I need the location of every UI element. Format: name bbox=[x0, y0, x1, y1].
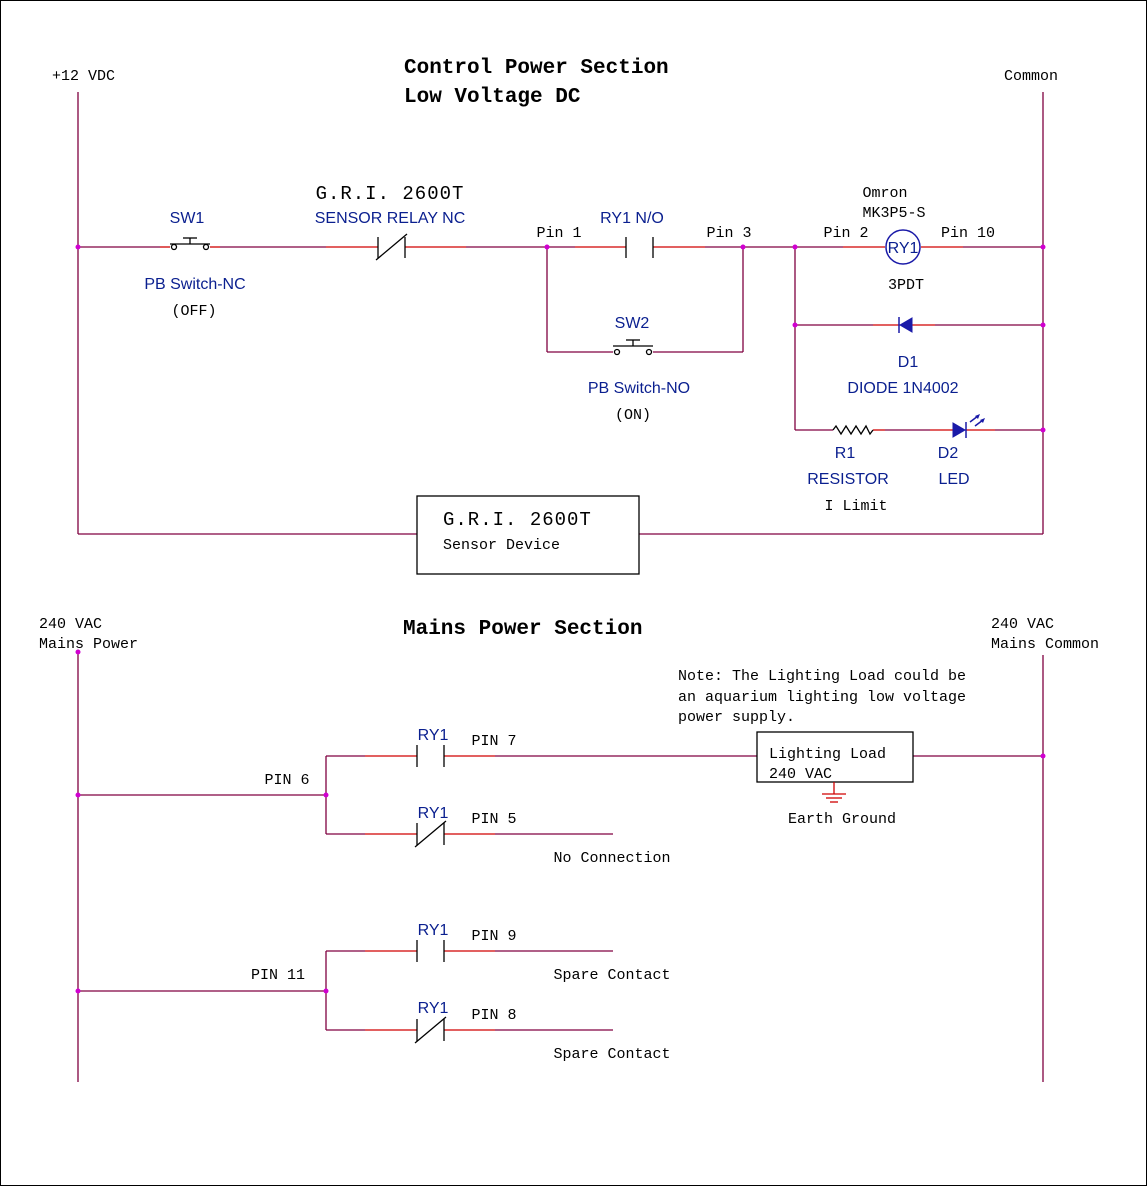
ry1-no-pin-3: Pin 3 bbox=[706, 225, 751, 242]
lighting-load-box bbox=[756, 731, 914, 783]
r1-type: RESISTOR bbox=[807, 471, 889, 488]
c2-ref: RY1 bbox=[418, 805, 449, 822]
control-subtitle: Low Voltage DC bbox=[404, 86, 581, 109]
mains-right-rail-label-1: 240 VAC bbox=[991, 616, 1054, 633]
mains-junction-dots bbox=[75, 649, 1046, 994]
pin11-label: PIN 11 bbox=[251, 967, 305, 984]
sw1-type: PB Switch-NC bbox=[144, 276, 245, 293]
ry1-coil-pin-2: Pin 2 bbox=[823, 225, 868, 242]
r1-note: I Limit bbox=[824, 498, 887, 515]
dc-positive-rail-label: +12 VDC bbox=[52, 68, 115, 85]
c1-ref: RY1 bbox=[418, 727, 449, 744]
sw2-state: (ON) bbox=[615, 407, 651, 424]
ry1-coil-ref: RY1 bbox=[888, 240, 919, 257]
ry1-pin9-no-contact bbox=[416, 940, 445, 962]
c4-pin: PIN 8 bbox=[471, 1007, 516, 1024]
c4-note: Spare Contact bbox=[553, 1046, 670, 1063]
sensor-device-box bbox=[416, 495, 640, 575]
sw2-ref: SW2 bbox=[615, 315, 650, 332]
sensor-relay-make: G.R.I. 2600T bbox=[316, 183, 465, 205]
d2-type: LED bbox=[938, 471, 969, 488]
mains-right-rail-label-2: Mains Common bbox=[991, 636, 1099, 653]
ry1-no-ref: RY1 N/O bbox=[600, 210, 664, 227]
ry1-no-contact bbox=[625, 237, 654, 258]
d2-led-symbol bbox=[952, 414, 985, 438]
ry1-pin7-no-contact bbox=[416, 745, 445, 767]
c2-pin: PIN 5 bbox=[471, 811, 516, 828]
sensor-device-type: Sensor Device bbox=[443, 537, 560, 554]
c2-note: No Connection bbox=[553, 850, 670, 867]
control-title: Control Power Section bbox=[404, 57, 669, 80]
c4-ref: RY1 bbox=[418, 1000, 449, 1017]
d2-ref: D2 bbox=[938, 445, 959, 462]
c1-pin: PIN 7 bbox=[471, 733, 516, 750]
ry1-pin5-nc-contact bbox=[414, 820, 447, 848]
r1-resistor-symbol bbox=[832, 424, 874, 436]
ry1-coil-type: 3PDT bbox=[888, 277, 924, 294]
sw1-nc-pushbutton bbox=[170, 237, 210, 251]
sw1-state: (OFF) bbox=[171, 303, 216, 320]
earth-ground-label: Earth Ground bbox=[788, 811, 896, 828]
pin6-label: PIN 6 bbox=[264, 772, 309, 789]
ry1-coil-model: MK3P5-S bbox=[862, 205, 925, 222]
pin6-group-wires bbox=[78, 755, 1043, 835]
note-line-1: Note: The Lighting Load could be bbox=[678, 668, 966, 685]
sw2-type: PB Switch-NO bbox=[588, 380, 690, 397]
earth-ground-icon bbox=[822, 782, 846, 803]
sensor-relay-nc-contact bbox=[375, 233, 408, 261]
d1-ref: D1 bbox=[898, 354, 919, 371]
ry1-coil-make: Omron bbox=[862, 185, 907, 202]
mains-left-rail-label-1: 240 VAC bbox=[39, 616, 102, 633]
sw2-no-pushbutton bbox=[613, 339, 653, 356]
sensor-relay-type: SENSOR RELAY NC bbox=[315, 210, 466, 227]
ry1-relay-coil bbox=[885, 229, 921, 265]
note-line-2: an aquarium lighting low voltage bbox=[678, 689, 966, 706]
sw1-ref: SW1 bbox=[170, 210, 205, 227]
mains-left-rail-label-2: Mains Power bbox=[39, 636, 138, 653]
note-line-3: power supply. bbox=[678, 709, 795, 726]
pin11-group-wires bbox=[78, 950, 613, 1031]
ry1-no-pin-1: Pin 1 bbox=[536, 225, 581, 242]
lighting-load-label-1: Lighting Load bbox=[769, 746, 886, 763]
d1-diode-symbol bbox=[898, 317, 913, 333]
ry1-pin8-nc-contact bbox=[414, 1016, 447, 1044]
c3-note: Spare Contact bbox=[553, 967, 670, 984]
mains-title: Mains Power Section bbox=[403, 618, 642, 641]
c3-ref: RY1 bbox=[418, 922, 449, 939]
d1-type: DIODE 1N4002 bbox=[847, 380, 958, 397]
diode-branch-wires bbox=[794, 247, 1043, 431]
r1-ref: R1 bbox=[835, 445, 856, 462]
c3-pin: PIN 9 bbox=[471, 928, 516, 945]
dc-common-rail-label: Common bbox=[1004, 68, 1058, 85]
sensor-device-make: G.R.I. 2600T bbox=[443, 509, 592, 531]
control-junction-dots bbox=[75, 244, 1046, 433]
lighting-load-label-2: 240 VAC bbox=[769, 766, 832, 783]
ry1-coil-pin-10: Pin 10 bbox=[941, 225, 995, 242]
sw2-branch-wires bbox=[546, 247, 744, 353]
